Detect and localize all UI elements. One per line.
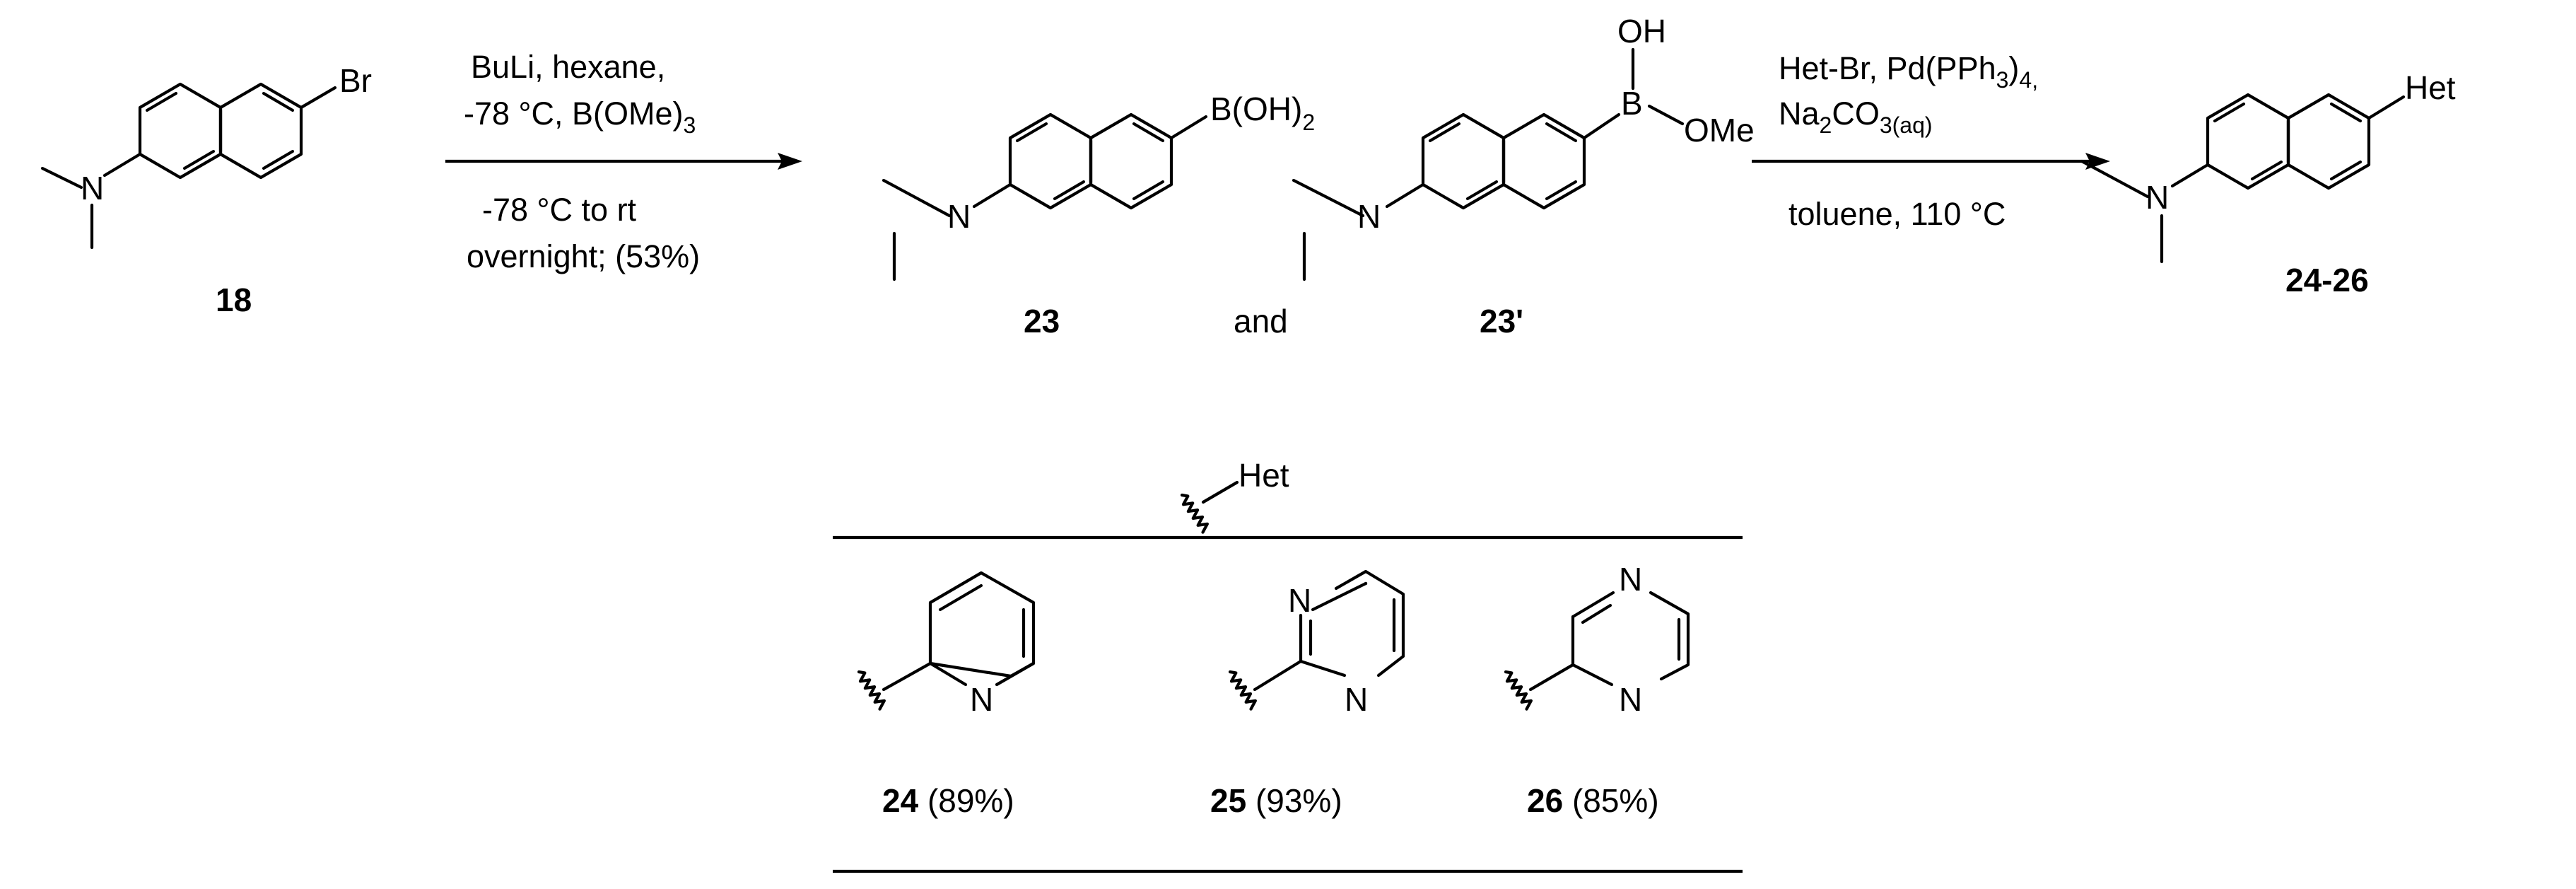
nitrogen-atom: N [947,198,971,235]
boron-atom: B [1621,85,1643,122]
entry-26: 26 (85%) [1527,782,1659,819]
product-24-26-structure: N Het [2080,69,2456,264]
pyrazinyl-structure: N N [1502,561,1690,718]
nitrogen-atom: N [1619,561,1642,598]
compound-23-structure: N B(OH)2 [882,91,1315,281]
step2-reagent-line2: Na2CO3(aq) [1779,95,1933,138]
het-header-label: Het [1239,457,1289,494]
bromine-atom: Br [339,62,372,99]
entry-25: 25 (93%) [1210,782,1342,819]
step1-reagent-line1: BuLi, hexane, [471,49,665,85]
compound-label-24-26: 24-26 [2285,262,2369,298]
nitrogen-atom: N [1357,198,1381,235]
compound-label-18: 18 [216,281,252,318]
nitrogen-atom: N [81,170,104,207]
step1-reagent-line2: -78 °C, B(OMe)3 [464,95,696,138]
compound-23-prime-structure: N B OH OMe [1292,13,1755,281]
step1-condition-line4: overnight; (53%) [467,238,700,274]
and-label: and [1234,303,1288,339]
nitrogen-atom: N [1345,681,1368,718]
nitrogen-atom: N [970,681,993,718]
step1-condition-line3: -78 °C to rt [482,192,637,228]
boronic-acid-group: B(OH)2 [1210,91,1315,135]
het-table: Het N 24 (89%) N [833,457,1743,873]
nitrogen-atom: N [2145,179,2169,216]
entry-24: 24 (89%) [882,782,1014,819]
het-header: Het [1178,457,1289,533]
pyrimidinyl-structure: N N [1226,569,1405,718]
pyridyl-structure: N [855,571,1036,718]
compound-label-23-prime: 23' [1480,303,1523,339]
compound-18-structure: N Br [40,62,372,250]
nitrogen-atom: N [1619,681,1642,718]
nitrogen-atom: N [1288,582,1311,619]
hydroxyl-group: OH [1617,13,1666,50]
compound-label-23: 23 [1024,303,1060,339]
step2-reagent-line1: Het-Br, Pd(PPh3)4, [1779,50,2038,93]
reaction-arrow-2 [1752,153,2110,170]
methoxy-group: OMe [1684,112,1755,149]
het-group: Het [2405,69,2456,106]
reaction-arrow-1 [445,153,802,170]
step2-condition-line3: toluene, 110 °C [1788,196,2006,232]
